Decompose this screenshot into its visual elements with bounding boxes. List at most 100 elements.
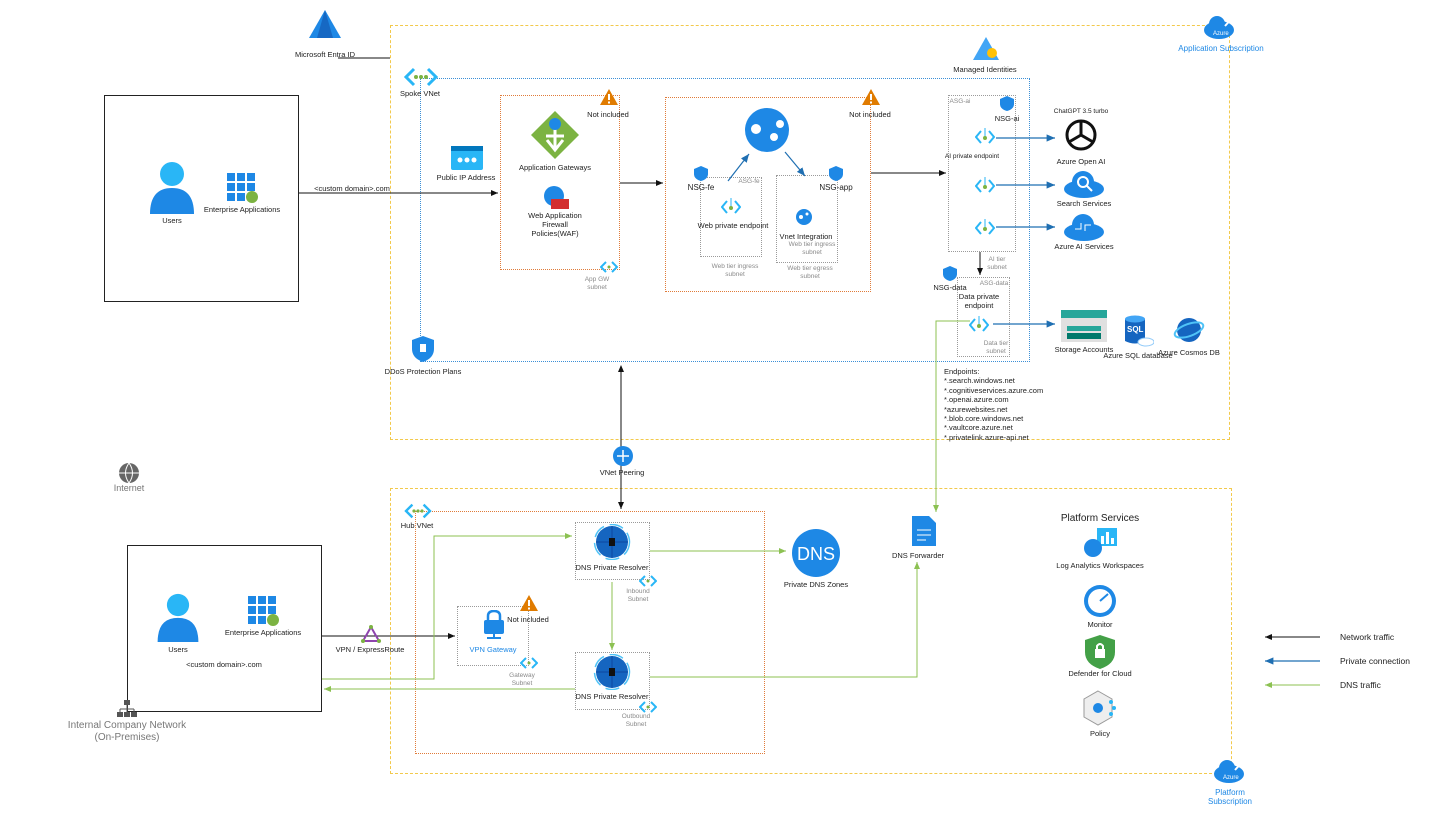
users-box-top [104,95,299,302]
public-ip-label: Public IP Address [436,173,496,182]
network-icon [117,700,137,717]
svg-text:DNS: DNS [797,544,835,564]
storage-accounts-icon [1061,310,1107,342]
sql-label: Azure SQL database [1103,351,1173,360]
monitor-icon [1084,585,1116,617]
data-subnet-label: Data tier subnet [983,340,1009,355]
endpoint-item: *.privatelink.azure-api.net [944,432,1029,442]
enterprise-apps-icon [227,173,258,203]
vpn-expressroute-icon [361,625,381,643]
data-private-endpoint-icon [969,316,989,332]
managed-identities-icon [973,37,999,60]
policy-icon [1083,690,1116,726]
app-gateways-label: Application Gateways [518,163,592,172]
svg-text:Azure: Azure [1213,31,1229,37]
endpoint-item: *.openai.azure.com [944,395,1009,405]
subnet-icon [639,575,657,587]
not-included-label: Not included [849,110,891,119]
entra-id-icon [309,10,341,38]
endpoint-item: *.search.windows.net [944,376,1015,386]
endpoint-item: *.cognitiveservices.azure.com [944,385,1044,395]
web-private-endpoint-icon [721,198,741,214]
waf-label: Web Application Firewall Policies(WAF) [528,211,582,238]
line-web-to-app [727,153,750,182]
users-label: Users [162,216,182,225]
gateway-subnet-label: Gateway Subnet [509,672,535,687]
openai-icon [1065,119,1097,151]
monitor-label: Monitor [1087,620,1113,629]
ai-private-endpoint-icon [975,128,995,144]
vpn-gateway-label: VPN Gateway [469,645,517,654]
appgw-subnet-label: App GW subnet [584,276,610,291]
nsg-fe-label: NSG-fe [687,183,715,192]
warning-icon [862,89,880,105]
ai-private-endpoint-icon [975,177,995,193]
dns-private-resolver-icon [593,654,631,690]
svg-text:Azure: Azure [1223,775,1239,781]
line-resolver-to-forwarder [650,562,920,678]
defender-icon [1085,635,1115,669]
app-subscription-label: Application Subscription [1178,44,1264,53]
ai-services-label: Azure AI Services [1054,242,1114,251]
svg-text:SQL: SQL [1127,325,1144,334]
subnet-icon [639,701,657,713]
hub-vnet-icon [404,503,432,519]
dns-resolver-inbound-label: DNS Private Resolver [575,563,649,572]
web-pe-label: Web private endpoint [697,221,769,230]
not-included-label: Not included [587,110,629,119]
nsg-fe-shield-icon [694,166,708,181]
nsg-app-shield-icon [829,166,843,181]
users-label-bottom: Users [168,645,188,654]
hub-vnet-label: Hub VNet [400,521,434,530]
custom-domain-label: <custom domain>.com [314,184,390,193]
outbound-subnet-label: Outbound Subnet [621,713,651,728]
cosmos-db-icon [1173,318,1205,342]
log-analytics-icon [1084,528,1117,557]
chatgpt-label: ChatGPT 3.5 turbo [1053,108,1109,115]
inbound-subnet-label: Inbound Subnet [626,588,650,603]
openai-label: Azure Open AI [1056,157,1106,166]
ai-subnet-label: AI tier subnet [987,256,1007,271]
app-service-icon [745,108,789,152]
vnet-integration-icon [796,209,812,225]
hub-vnet-boundary [415,511,765,754]
users-icon [157,593,199,642]
platform-subscription-label: Platform Subscription [1207,788,1253,806]
ai-pe-label: AI private endpoint [944,153,1000,160]
legend-dns-traffic: DNS traffic [1340,680,1381,690]
web-egress-subnet-label: Web tier egress subnet [787,265,833,280]
defender-label: Defender for Cloud [1068,669,1132,678]
dns-private-resolver-icon [593,524,631,560]
search-services-icon [1064,171,1104,198]
line-app-to-vnetint [784,151,806,177]
vnet-integration-label: Vnet Integration [779,232,833,241]
web-ingress-subnet-label: Web tier ingress subnet [711,263,759,278]
nsg-ai-shield-icon [1000,96,1014,111]
enterprise-apps-label-bottom: Enterprise Applications [224,628,302,637]
web-ingress-subnet-label-2: Web tier ingress subnet [788,241,836,256]
subnet-icon [600,261,618,273]
ddos-label: DDoS Protection Plans [384,367,462,376]
spoke-vnet-icon [404,67,438,87]
search-label: Search Services [1056,199,1112,208]
platform-subscription-boundary [390,488,1232,774]
not-included-label: Not included [507,615,549,624]
asg-fe-label: ASG-fe [738,178,760,185]
asg-app-boundary [776,175,838,263]
vpn-gateway-boundary [457,606,529,666]
line-onprem-to-resolver [322,533,572,680]
warning-icon [600,89,618,105]
web-subnet-boundary [665,97,871,292]
dns-zones-icon: DNS [792,529,840,577]
platform-services-title: Platform Services [1060,513,1140,524]
legend-private-connection: Private connection [1340,656,1410,666]
asg-data-label: ASG-data [979,280,1009,287]
azure-subscription-icon: Azure [1204,15,1235,39]
spoke-vnet-label: Spoke VNet [399,89,441,98]
nsg-ai-label: NSG-ai [994,114,1020,123]
enterprise-apps-label: Enterprise Applications [203,205,281,214]
ddos-protection-icon [412,336,434,362]
endpoint-item: *.vaultcore.azure.net [944,423,1013,433]
entra-label: Microsoft Entra ID [294,50,356,59]
spoke-vnet-boundary [420,78,1030,362]
